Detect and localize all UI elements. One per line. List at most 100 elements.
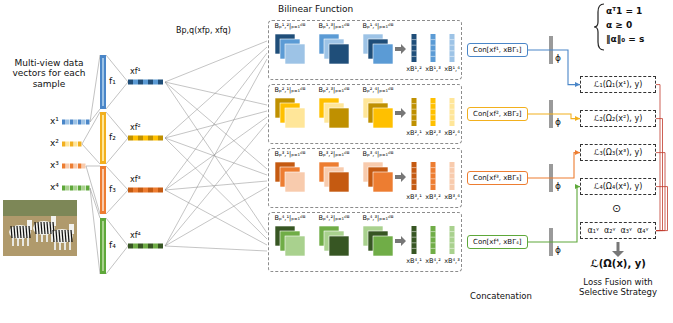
bilinear-output-seg (412, 56, 417, 57)
connector-line (656, 85, 660, 231)
loss-box: ℒ₁(Ω₁(x¹), y) (580, 76, 656, 93)
concat-text: Con[xf⁴, xBΓ₄] (473, 238, 522, 246)
concat-text: Con[xf¹, xBΓ₁] (473, 46, 522, 54)
bilinear-output-label: xB²,¹ (406, 130, 422, 137)
weight-text: α₄ᵞ (637, 226, 648, 235)
zebra-stripe (56, 230, 57, 242)
bilinear-tensor-label: Bₚ¹,⁴|ₚ₌₁ᵈᴮ (363, 23, 394, 30)
bilinear-output-label: xB³,¹ (406, 194, 422, 201)
zebra-stripe (11, 226, 12, 238)
tensor-slice (373, 172, 393, 192)
bilinear-output-seg (412, 237, 417, 238)
bilinear-line (165, 111, 267, 138)
zebra-stripe (14, 226, 15, 238)
label: ⊙ (612, 203, 621, 216)
loss-text: ℒ₂(Ω₂(x²), y) (594, 114, 643, 123)
bilinear-output-seg (412, 231, 417, 232)
connector (528, 184, 580, 242)
connector-line (528, 114, 580, 119)
projected-vector (143, 136, 148, 141)
zebra-stripe (35, 222, 36, 234)
bilinear-output-seg (431, 184, 436, 185)
connector (528, 50, 580, 87)
bilinear-output-label: xB³,⁴ (444, 194, 460, 201)
con-box: Con[xf¹, xBΓ₁] (467, 43, 528, 57)
bilinear-output (450, 226, 455, 254)
projected-vector (148, 188, 153, 193)
projected-vector (138, 244, 143, 249)
panel-box: Bₚ³,¹|ₚ₌₁ᵈᴮBₚ³,²|ₚ₌₁ᵈᴮBₚ³,⁴|ₚ₌₁ᵈᴮxB³,¹xB… (268, 148, 462, 208)
tensor-slice (329, 236, 349, 256)
tensor-slice (373, 108, 393, 128)
label: ϕ (555, 117, 561, 127)
fan-line (90, 109, 100, 122)
label: xf¹ (130, 67, 141, 76)
bilinear-output-seg (412, 114, 417, 115)
panel-box: Bₚ¹,²|ₚ₌₁ᵈᴮBₚ¹,³|ₚ₌₁ᵈᴮBₚ¹,⁴|ₚ₌₁ᵈᴮxB¹,²xB… (268, 20, 462, 80)
connector (656, 153, 665, 231)
zebra (51, 224, 74, 250)
label: ϕ (555, 53, 561, 63)
bilinear-tensor-label: Bₚ¹,³|ₚ₌₁ᵈᴮ (319, 23, 350, 30)
projected-vector (143, 80, 148, 85)
mapping-column-inner (102, 58, 104, 106)
label: f₁ (109, 76, 116, 86)
connector-line (528, 153, 580, 178)
label: x⁴ (50, 182, 59, 192)
bilinear-output-seg (450, 39, 455, 40)
view-vector (70, 142, 74, 147)
projected-vector (128, 80, 133, 85)
view-vector (78, 164, 82, 169)
label: x² (50, 138, 59, 148)
bilinear-line (165, 82, 267, 233)
zebra-body (33, 221, 55, 235)
tensor-slice (373, 44, 393, 64)
bilinear-output (450, 98, 455, 126)
bilinear-output-label: xB²,⁴ (444, 130, 460, 137)
view-vector (62, 120, 66, 125)
connector (528, 114, 580, 121)
zebra-stripe (50, 222, 51, 234)
projected-vector (138, 188, 143, 193)
projected-vector (148, 244, 153, 249)
projected-vector (143, 188, 148, 193)
view-vector (66, 120, 70, 125)
con-box: Con[xf⁴, xBΓ₄] (467, 235, 528, 249)
bilinear-line (165, 82, 267, 169)
label: x³ (50, 160, 59, 170)
bilinear-output (412, 34, 417, 62)
view-vector (74, 142, 78, 147)
bilinear-output (431, 98, 436, 126)
label: xf² (130, 123, 141, 132)
bilinear-output-seg (412, 39, 417, 40)
bilinear-output-label: xB¹,³ (425, 66, 441, 73)
connector-line (656, 153, 665, 231)
label: x¹ (50, 116, 59, 126)
projected-vector (128, 188, 133, 193)
tensor-slice (285, 108, 305, 128)
brace (594, 4, 604, 50)
connector-line (656, 119, 663, 231)
projected-vector (158, 136, 163, 141)
bilinear-output-seg (450, 45, 455, 46)
projected-vector (153, 188, 158, 193)
mapping-column (100, 166, 106, 214)
view-vector (74, 120, 78, 125)
bilinear-tensor-label: Bₚ⁴,¹|ₚ₌₁ᵈᴮ (275, 215, 306, 222)
view-vector (78, 186, 82, 191)
label: α ≥ 0 (606, 20, 632, 30)
loss-text: ℒ₁(Ω₁(x¹), y) (594, 80, 643, 89)
fan-line (86, 166, 100, 214)
con-box: Con[xf³, xBΓ₃] (467, 171, 528, 185)
view-vector (70, 164, 74, 169)
bilinear-output-seg (431, 45, 436, 46)
view-vector (78, 142, 82, 147)
projected-vector (128, 244, 133, 249)
fan-line (90, 188, 100, 274)
view-vector (70, 186, 74, 191)
bilinear-output-seg (412, 178, 417, 179)
zebra-stripe (26, 226, 27, 238)
panel-box: Bₚ⁴,¹|ₚ₌₁ᵈᴮBₚ⁴,²|ₚ₌₁ᵈᴮBₚ⁴,³|ₚ₌₁ᵈᴮxB⁴,¹xB… (268, 212, 462, 272)
projected-vector (158, 188, 163, 193)
